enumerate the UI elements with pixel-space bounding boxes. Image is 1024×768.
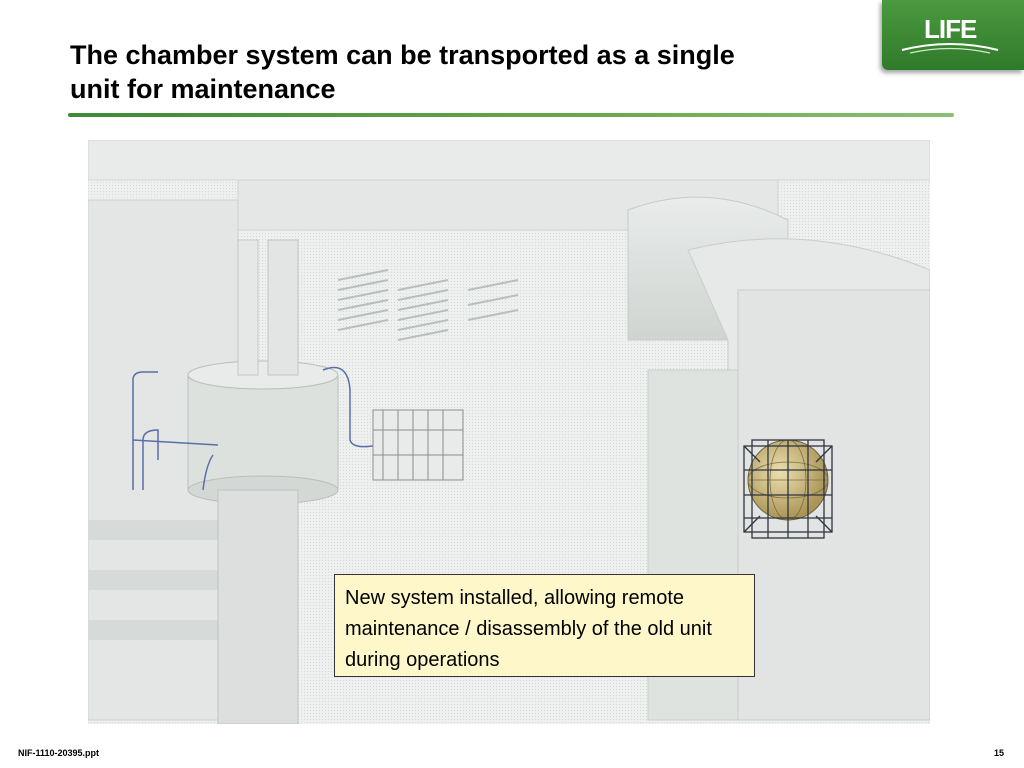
callout-note: New system installed, allowing remote ma… — [334, 574, 755, 677]
logo-text: LIFE — [924, 14, 977, 44]
coolant-piping — [132, 366, 379, 491]
chamber-vessel — [187, 239, 339, 724]
life-logo: LIFE — [882, 0, 1024, 70]
transport-frame — [372, 409, 464, 481]
callout-text: New system installed, allowing remote ma… — [345, 587, 712, 671]
title-divider — [68, 113, 954, 117]
louver-panels — [337, 269, 519, 341]
title-line-1: The chamber system can be transported as… — [70, 40, 735, 70]
sphere-lattice-cage — [743, 439, 833, 539]
title-line-2: unit for maintenance — [70, 74, 336, 104]
logo-swoosh-icon — [901, 43, 999, 54]
slide-title: The chamber system can be transported as… — [70, 38, 870, 106]
page-number: 15 — [993, 748, 1004, 758]
footer-document-id: NIF-1110-20395.ppt — [18, 748, 100, 758]
